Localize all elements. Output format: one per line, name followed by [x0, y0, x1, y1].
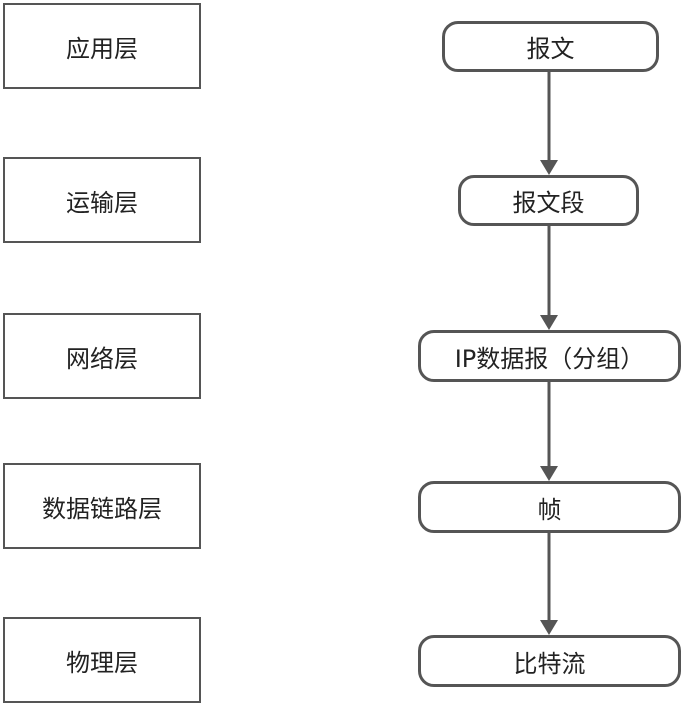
arrow-head-2	[540, 315, 558, 330]
layer-physical: 物理层	[3, 617, 201, 703]
layer-transport: 运输层	[3, 157, 201, 243]
unit-segment: 报文段	[458, 175, 639, 226]
layer-physical-label: 物理层	[66, 648, 138, 677]
unit-frame: 帧	[418, 481, 681, 533]
unit-bitstream-label: 比特流	[513, 649, 586, 678]
arrow-head-1	[540, 160, 558, 175]
layer-application-label: 应用层	[66, 34, 138, 63]
layer-network-label: 网络层	[66, 344, 138, 373]
arrow-head-3	[540, 466, 558, 481]
layer-data-link: 数据链路层	[3, 463, 201, 549]
layer-application: 应用层	[3, 3, 201, 89]
unit-bitstream: 比特流	[418, 635, 681, 687]
layer-network: 网络层	[3, 313, 201, 399]
unit-segment-label: 报文段	[512, 189, 585, 217]
layer-data-link-label: 数据链路层	[42, 494, 162, 523]
unit-frame-label: 帧	[537, 495, 562, 524]
arrow-head-4	[540, 620, 558, 635]
unit-ip-datagram: IP数据报（分组）	[418, 330, 681, 382]
unit-message-label: 报文	[526, 35, 575, 63]
unit-message: 报文	[442, 21, 659, 72]
layer-transport-label: 运输层	[66, 188, 138, 217]
unit-ip-datagram-label: IP数据报（分组）	[454, 344, 645, 373]
